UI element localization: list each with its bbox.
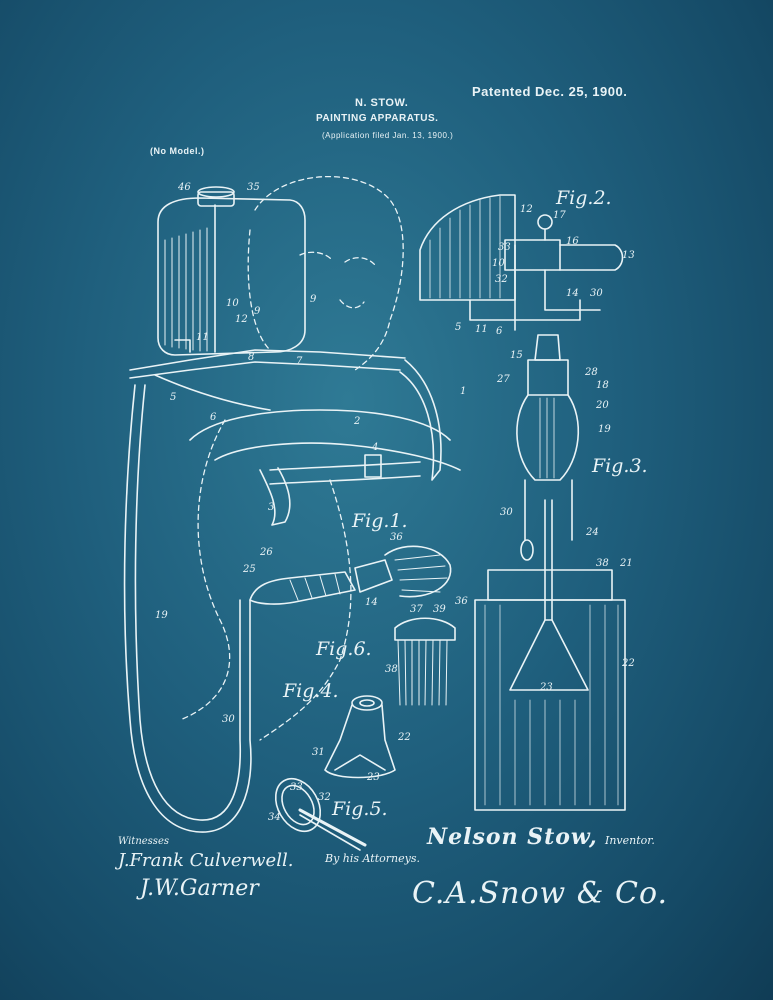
ref-numeral: 23 <box>366 772 380 783</box>
attorney-signature: C.A.Snow & Co. <box>412 876 669 911</box>
ref-numeral: 18 <box>596 380 609 391</box>
inventor-signature: Nelson Stow, <box>427 824 598 850</box>
ref-numeral: 37 <box>410 604 423 615</box>
ref-numeral: 14 <box>365 597 378 608</box>
inventor-role: Inventor. <box>605 834 655 847</box>
witnesses-label: Witnesses <box>118 836 169 847</box>
ref-numeral: 10 <box>492 258 505 269</box>
ref-numeral: 19 <box>598 424 611 435</box>
ref-numeral: 30 <box>590 288 603 299</box>
ref-numeral: 11 <box>475 324 488 335</box>
ref-numeral: 6 <box>496 326 503 337</box>
ref-numeral: 38 <box>385 664 398 675</box>
ref-numeral: 16 <box>566 236 579 247</box>
ref-numeral: 23 <box>539 682 553 693</box>
ref-numeral: 26 <box>259 547 273 558</box>
ref-numeral: 38 <box>596 558 609 569</box>
patent-date: Patented Dec. 25, 1900. <box>472 84 628 99</box>
ref-numeral: 25 <box>242 564 256 575</box>
ref-numeral: 3 <box>268 502 274 513</box>
no-model-note: (No Model.) <box>150 146 205 156</box>
witness-signature-1: J.Frank Culverwell. <box>118 850 294 871</box>
ref-numeral: 13 <box>622 250 635 261</box>
ref-numeral: 5 <box>455 322 461 333</box>
ref-numeral: 32 <box>495 274 508 285</box>
ref-numeral: 30 <box>222 714 235 725</box>
ref-numeral: 9 <box>254 306 261 317</box>
ref-numeral: 14 <box>566 288 579 299</box>
fig5-label: Fig.5. <box>331 798 388 820</box>
fig4-nozzle <box>324 695 396 779</box>
ref-numeral: 12 <box>235 314 248 325</box>
ref-numeral: 35 <box>247 182 260 193</box>
ref-numeral: 22 <box>621 658 635 669</box>
ref-numeral: 8 <box>248 352 254 363</box>
ref-numeral: 4 <box>371 442 378 453</box>
brush-handle <box>249 545 452 605</box>
application-filed: (Application filed Jan. 13, 1900.) <box>322 131 454 140</box>
ref-numeral: 28 <box>584 367 598 378</box>
fig6-brush <box>394 617 456 706</box>
fig3-label: Fig.3. <box>591 455 648 477</box>
ref-numeral: 2 <box>353 416 360 427</box>
ref-numeral: 24 <box>585 527 599 538</box>
ref-numeral: 19 <box>155 610 168 621</box>
ref-numeral: 21 <box>619 558 633 569</box>
ref-numeral: 32 <box>318 792 331 803</box>
ref-numeral: 17 <box>553 210 566 221</box>
fig2-clamp <box>419 194 624 331</box>
ref-numeral: 15 <box>510 350 523 361</box>
paint-reservoir <box>157 186 306 356</box>
shoulder-harness <box>129 349 461 526</box>
ref-numeral: 39 <box>433 604 446 615</box>
fig5-ring <box>274 777 367 851</box>
ref-numeral: 46 <box>177 182 191 193</box>
fig1-label: Fig.1. <box>351 510 408 532</box>
head-outline <box>179 175 404 741</box>
ref-numeral: 36 <box>390 532 403 543</box>
ref-numeral: 33 <box>498 242 511 253</box>
ref-numeral: 22 <box>397 732 411 743</box>
ref-numeral: 27 <box>496 374 510 385</box>
paint-hose <box>123 384 252 833</box>
ref-numeral: 6 <box>210 412 217 423</box>
ref-numeral: 9 <box>310 294 317 305</box>
ref-numeral: 5 <box>170 392 176 403</box>
by-attorneys: By his Attorneys. <box>325 852 420 865</box>
witness-signature-2: J.W.Garner <box>140 876 259 901</box>
fig6-label: Fig.6. <box>315 638 372 660</box>
patent-title: PAINTING APPARATUS. <box>316 113 439 124</box>
ref-numeral: 34 <box>268 812 281 823</box>
ref-numeral: 1 <box>460 386 466 397</box>
fig2-label: Fig.2. <box>555 187 612 209</box>
ref-numeral: 12 <box>520 204 533 215</box>
fig3-brush-assembly <box>474 334 626 811</box>
ref-numeral: 11 <box>196 332 209 343</box>
ref-numeral: 7 <box>296 356 303 367</box>
ref-numeral: 30 <box>500 507 513 518</box>
ref-numeral: 33 <box>290 782 303 793</box>
ref-numeral: 36 <box>455 596 468 607</box>
fig4-label: Fig.4. <box>282 680 339 702</box>
ref-numeral: 10 <box>226 298 239 309</box>
ref-numeral: 20 <box>595 400 609 411</box>
inventor-name-header: N. STOW. <box>355 97 409 109</box>
ref-numeral: 31 <box>312 747 325 758</box>
